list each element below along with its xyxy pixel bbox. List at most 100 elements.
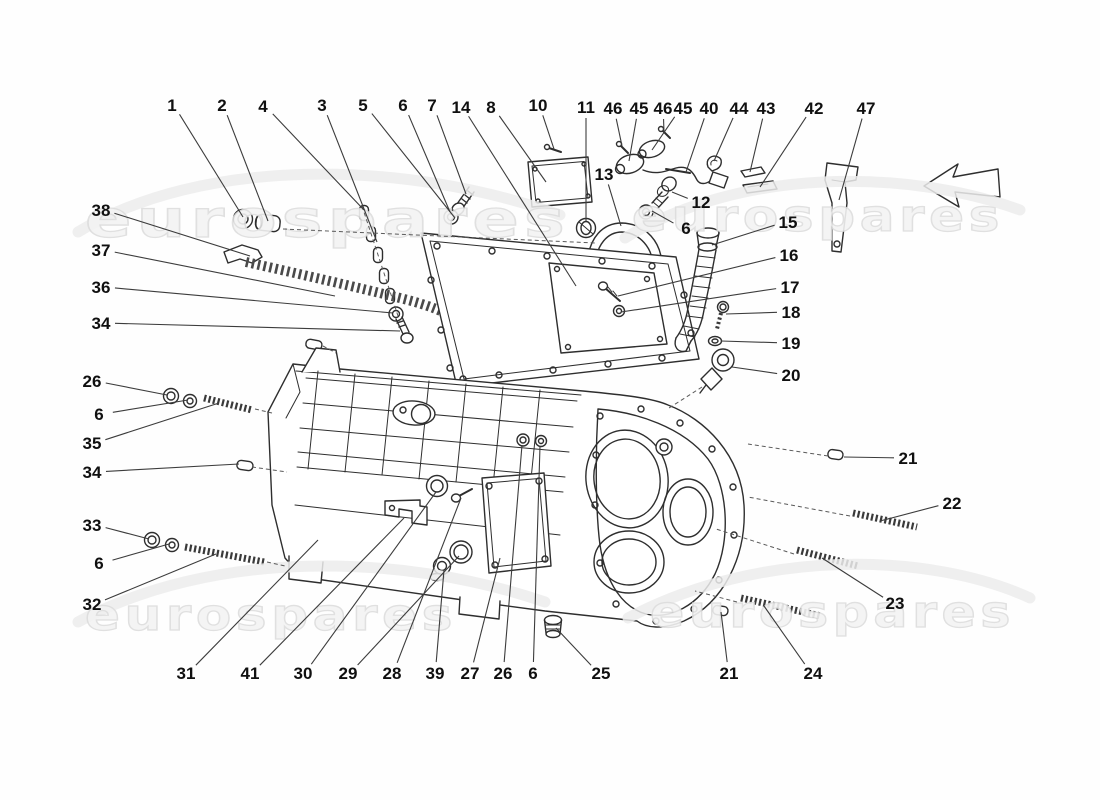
leader-line-26: [503, 444, 523, 663]
leader-line-2: [226, 115, 269, 222]
bolt-with-washer-parts-5-6-7: [443, 186, 475, 225]
callout-11: 11: [577, 98, 595, 117]
callout-14: 14: [452, 98, 471, 117]
leader-line-47: [838, 118, 863, 201]
washer-36: [388, 306, 404, 322]
spiral-hose-37: [223, 244, 446, 317]
callout-3: 3: [317, 96, 326, 115]
callout-36: 36: [92, 278, 111, 297]
assembly-axis-line: [361, 205, 401, 323]
callout-39: 39: [426, 664, 445, 683]
corrugated-hose-15: [674, 227, 720, 353]
gearbox-housing: [267, 347, 745, 639]
callout-45: 45: [630, 99, 649, 118]
leader-line-27: [473, 557, 501, 663]
assembly-axis-line: [266, 561, 286, 567]
callout-17: 17: [781, 278, 800, 297]
callout-22: 22: [943, 494, 962, 513]
callout-16: 16: [780, 246, 799, 265]
callout-10: 10: [529, 96, 548, 115]
bolt-12: [651, 176, 677, 209]
callout-18: 18: [782, 303, 801, 322]
leader-line-12: [671, 191, 688, 199]
callout-28: 28: [383, 664, 402, 683]
plug-25: [543, 614, 563, 639]
diagram-line-art: [143, 125, 1001, 639]
leader-line-6: [112, 543, 170, 561]
nut-33: [143, 531, 161, 549]
callout-15: 15: [779, 213, 798, 232]
bell-housing: [585, 405, 738, 625]
callout-21: 21: [899, 449, 918, 468]
dowel-pin-34-lower: [236, 459, 254, 472]
cable-clamp-44: [706, 155, 722, 172]
assembly-axis-line: [282, 228, 596, 244]
callout-8: 8: [486, 98, 495, 117]
leader-line-19: [720, 340, 778, 344]
watermark-text: eurospares: [632, 191, 1004, 242]
callout-32: 32: [83, 595, 102, 614]
side-cover-gasket-14: [420, 232, 700, 388]
callout-33: 33: [83, 516, 102, 535]
watermark-text: eurospares: [85, 190, 570, 250]
leader-line-23: [821, 557, 884, 598]
leader-line-34: [114, 322, 401, 332]
assembly-axis-line: [694, 590, 738, 603]
assembly-axis-line: [251, 466, 288, 473]
callout-29: 29: [339, 664, 358, 683]
cap-6: [534, 434, 548, 448]
watermark-swoosh-top-left: [72, 168, 566, 238]
leader-line-39: [435, 569, 445, 663]
leader-line-32: [104, 553, 217, 601]
callout-4: 4: [258, 97, 268, 116]
callout-43: 43: [757, 99, 776, 118]
callout-37: 37: [92, 241, 111, 260]
watermark-text: eurospares: [85, 590, 457, 641]
callout-45: 45: [674, 99, 693, 118]
callout-41: 41: [241, 664, 260, 683]
sleeve-part-2: [254, 213, 281, 233]
speed-sensor-20: [699, 348, 735, 394]
callout-leader-lines: [104, 113, 939, 666]
assembly-axis-line: [747, 443, 829, 457]
callout-13: 13: [595, 165, 614, 184]
leader-line-6: [408, 114, 451, 213]
callout-19: 19: [782, 334, 801, 353]
leader-line-1: [179, 114, 244, 218]
callout-47: 47: [857, 99, 876, 118]
leader-line-38: [114, 212, 251, 257]
watermark-swoosh-bottom-right: [622, 558, 1036, 624]
callout-44: 44: [730, 99, 749, 118]
leader-line-30: [310, 491, 437, 665]
callout-21: 21: [720, 664, 739, 683]
callout-34: 34: [92, 314, 111, 333]
leader-line-42: [759, 116, 807, 188]
leader-line-16: [617, 257, 776, 297]
leader-line-6: [112, 399, 189, 413]
washer-6-left: [182, 393, 198, 409]
direction-arrow-icon: [923, 163, 1001, 208]
leader-line-35: [105, 402, 220, 441]
callout-34: 34: [83, 463, 102, 482]
dowel-pin-21-right: [827, 448, 844, 461]
callout-30: 30: [294, 664, 313, 683]
cover-plate-27: [481, 472, 552, 574]
leader-line-36: [114, 287, 394, 314]
callout-31: 31: [177, 664, 196, 683]
leader-line-34: [105, 463, 240, 472]
callout-1: 1: [167, 96, 176, 115]
callout-24: 24: [804, 664, 823, 683]
leader-line-18: [725, 311, 778, 315]
callout-40: 40: [700, 99, 719, 118]
callout-26: 26: [494, 664, 513, 683]
housing-boss-oval: [392, 400, 436, 426]
thermo-sensor-45-46-a: [614, 140, 645, 175]
callout-6: 6: [398, 96, 407, 115]
leader-line-6: [532, 445, 541, 663]
wiring-harness-40: [642, 166, 729, 189]
assembly-axis-line: [747, 496, 851, 517]
oil-seal-30: [425, 474, 449, 498]
leader-line-10: [542, 115, 555, 150]
